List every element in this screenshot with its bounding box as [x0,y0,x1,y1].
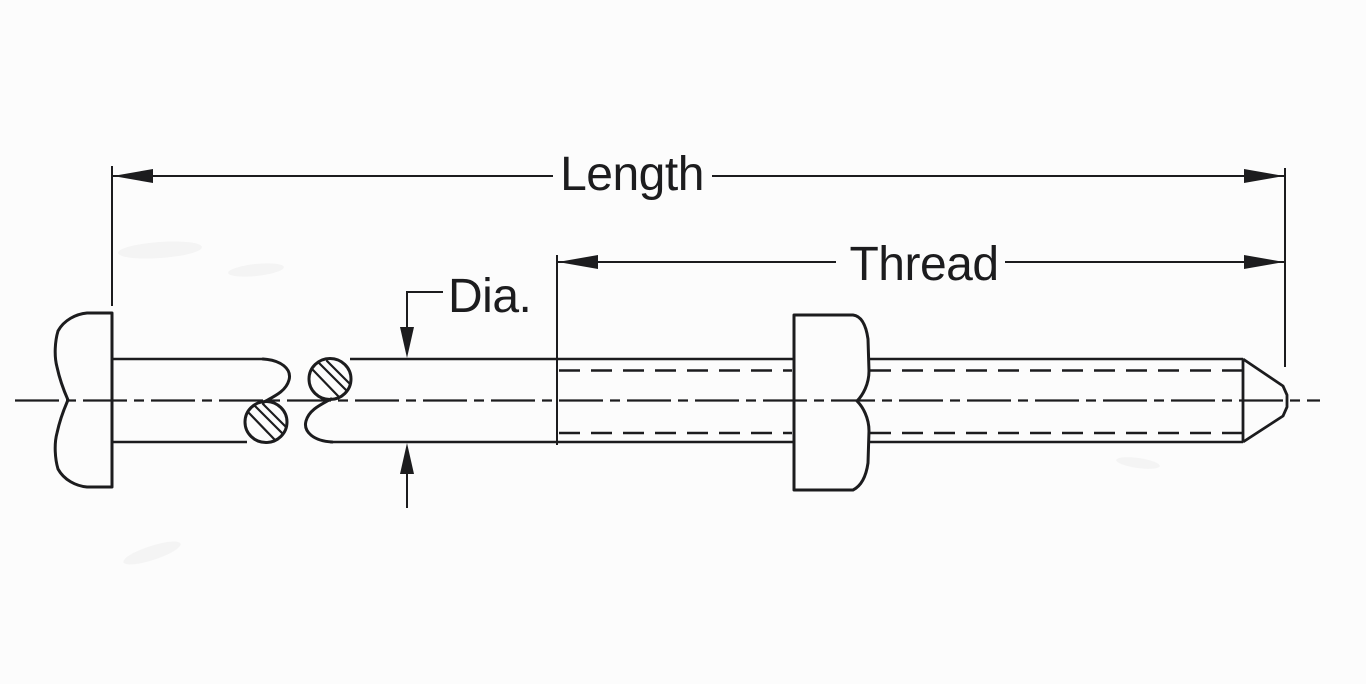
arrowhead-up-icon [400,443,414,474]
thread-dimension: Thread [556,238,1284,445]
diameter-callout: Dia. [400,270,532,508]
arrowhead-down-icon [400,327,414,358]
arrowhead-left-icon [558,255,598,269]
thread-label: Thread [849,238,998,291]
arrowhead-right-icon [1244,169,1284,183]
arrowhead-right-icon [1244,255,1284,269]
length-label: Length [560,148,704,201]
chamfered-tip [1241,357,1289,444]
hatch-lines-left [247,402,288,442]
hex-head [53,311,114,489]
arrowhead-left-icon [113,169,153,183]
threaded-section [559,369,1243,435]
shank [112,357,1243,444]
hex-nut [792,313,871,492]
length-dimension: Length [111,148,1286,367]
diameter-label: Dia. [448,270,531,323]
hatch-lines-right [311,359,352,399]
round-bar-break-symbol [243,357,353,444]
scan-artifacts [118,241,1160,565]
